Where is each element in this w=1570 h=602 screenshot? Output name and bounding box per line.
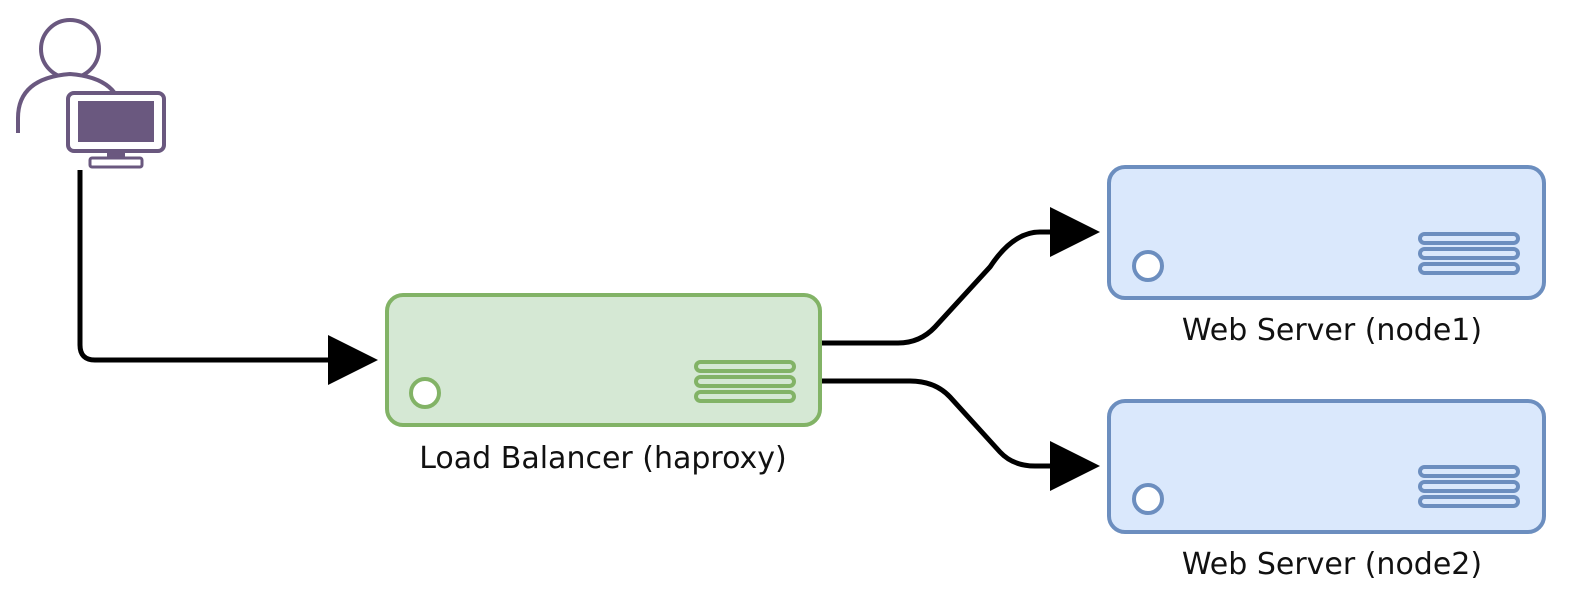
edge-load-balancer-to-node2 xyxy=(822,378,1100,491)
user-with-computer-icon xyxy=(16,18,166,169)
web-server-node2-server-icon xyxy=(1107,399,1546,534)
drive-bays-icon xyxy=(694,360,796,403)
web-server-node2-label: Web Server (node2) xyxy=(1182,547,1482,582)
load-balancer-node: Load Balancer (haproxy) xyxy=(385,293,822,476)
edge-client-to-load-balancer xyxy=(77,170,378,385)
power-indicator-icon xyxy=(1132,483,1164,515)
computer-monitor-icon xyxy=(66,91,166,169)
web-server-node2: Web Server (node2) xyxy=(1107,399,1546,582)
edges xyxy=(77,170,1100,491)
power-indicator-icon xyxy=(409,377,441,409)
power-indicator-icon xyxy=(1132,250,1164,282)
edge-load-balancer-to-node1 xyxy=(822,207,1100,346)
load-balancer-label: Load Balancer (haproxy) xyxy=(419,441,787,476)
drive-bays-icon xyxy=(1418,232,1520,275)
web-server-node1: Web Server (node1) xyxy=(1107,165,1546,348)
web-server-node1-label: Web Server (node1) xyxy=(1182,313,1482,348)
drive-bays-icon xyxy=(1418,465,1520,508)
